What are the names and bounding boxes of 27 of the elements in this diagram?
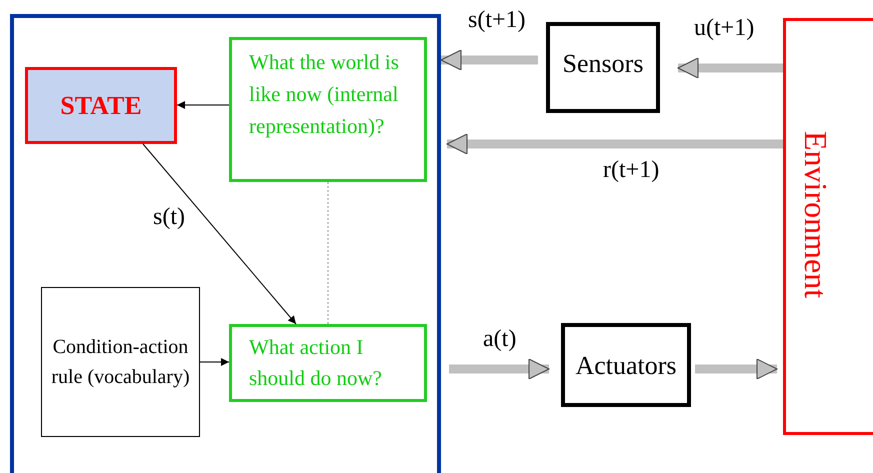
- node-text: STATE: [60, 90, 142, 122]
- block-arrow: [449, 358, 550, 380]
- edge-label: u(t+1): [694, 16, 754, 40]
- state-box: [25, 67, 177, 144]
- actuators-box: [561, 323, 691, 407]
- node-text: Actuators: [575, 350, 677, 382]
- arrow: [176, 101, 230, 109]
- process-box: [229, 324, 427, 402]
- arrow: [200, 358, 230, 366]
- block-arrow: [446, 134, 783, 154]
- environment-label: Environment: [800, 131, 832, 298]
- edge-label: s(t): [153, 205, 185, 229]
- process-box: [229, 37, 427, 182]
- node-text: Sensors: [562, 48, 644, 80]
- node-text: What the world is like now (internal representation)?: [249, 49, 400, 140]
- block-arrow: [440, 50, 538, 70]
- edge-label: a(t): [483, 327, 516, 351]
- agent-frame: [10, 14, 441, 473]
- block-arrow: [678, 58, 783, 78]
- node-text: What action I should do now?: [249, 334, 383, 392]
- block-arrow: [695, 358, 778, 380]
- edge-label: r(t+1): [603, 158, 660, 182]
- node-text: Condition-action rule (vocabulary): [50, 335, 191, 390]
- arrow: [142, 144, 296, 324]
- environment-box: [783, 18, 873, 435]
- sensors-box: [546, 22, 660, 113]
- edge-label: s(t+1): [468, 8, 526, 32]
